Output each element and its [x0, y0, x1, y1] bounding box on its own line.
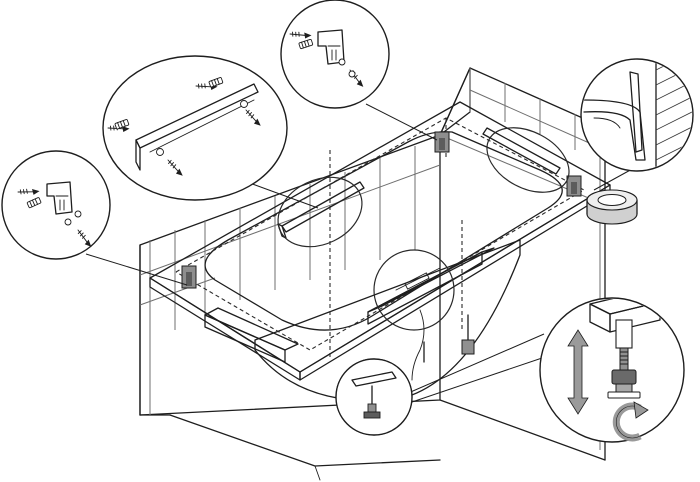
foot-level-detail [539, 297, 685, 443]
support-foot-icon [351, 371, 397, 419]
leader-lines [85, 103, 635, 403]
up-down-arrow-icon [567, 329, 589, 415]
fixing-rail-detail [102, 55, 288, 201]
center-frame-detail [395, 279, 433, 299]
floor [169, 399, 606, 481]
fixing-rails [277, 127, 561, 239]
rail-fixing-icon [107, 76, 266, 178]
frame-icon [395, 279, 433, 299]
rotate-arrow-icon [612, 401, 649, 442]
bracket-fixing-icon [289, 26, 369, 89]
wall-brackets [181, 131, 582, 289]
wall-bracket-detail-left [1, 150, 111, 260]
tape-roll-icon [586, 189, 638, 225]
support-foot-detail [335, 358, 413, 436]
wall-seal-detail [580, 58, 694, 172]
bracket-fixing-icon [17, 181, 97, 249]
support-frame [204, 247, 495, 363]
wall-bracket-detail-top [280, 0, 390, 109]
